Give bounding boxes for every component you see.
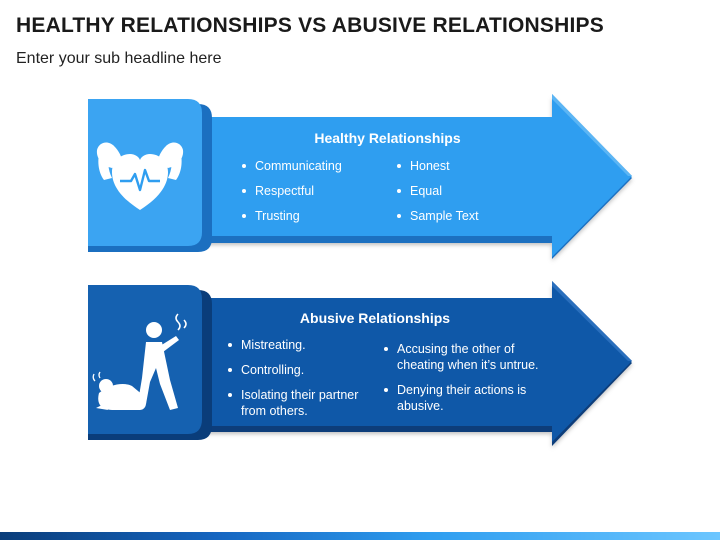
healthy-title: Healthy Relationships xyxy=(314,130,461,146)
list-item: Trusting xyxy=(240,208,342,224)
abusive-content: Abusive Relationships Mistreating. Contr… xyxy=(210,300,540,430)
list-item: Respectful xyxy=(240,183,342,199)
healthy-arrow-highlight xyxy=(552,94,632,176)
abuse-figures-icon xyxy=(92,313,187,410)
list-item: Mistreating. xyxy=(226,337,371,353)
page-title: HEALTHY RELATIONSHIPS VS ABUSIVE RELATIO… xyxy=(16,14,604,37)
list-item: Controlling. xyxy=(226,362,371,378)
list-item: Denying their actions is abusive. xyxy=(382,382,542,414)
list-item: Communicating xyxy=(240,158,342,174)
list-item: Equal xyxy=(395,183,479,199)
list-item: Isolating their partner from others. xyxy=(226,387,371,419)
list-item: Honest xyxy=(395,158,479,174)
strong-heart-icon xyxy=(96,142,184,210)
healthy-left-list: Communicating Respectful Trusting xyxy=(240,158,342,233)
list-item: Accusing the other of cheating when it’s… xyxy=(382,341,542,373)
list-item: Sample Text xyxy=(395,208,479,224)
healthy-content: Healthy Relationships Communicating Resp… xyxy=(210,120,565,240)
abusive-panel xyxy=(88,281,632,446)
healthy-panel xyxy=(88,94,632,259)
abusive-title: Abusive Relationships xyxy=(299,310,451,326)
abusive-left-list: Mistreating. Controlling. Isolating thei… xyxy=(226,337,371,428)
abusive-arrow xyxy=(186,281,632,442)
abusive-arrow-highlight xyxy=(552,281,632,361)
bottom-accent-bar xyxy=(0,532,720,540)
healthy-right-list: Honest Equal Sample Text xyxy=(395,158,479,233)
abusive-right-list: Accusing the other of cheating when it’s… xyxy=(382,341,542,423)
healthy-arrow xyxy=(186,94,632,257)
page-subtitle: Enter your sub headline here xyxy=(16,50,222,67)
